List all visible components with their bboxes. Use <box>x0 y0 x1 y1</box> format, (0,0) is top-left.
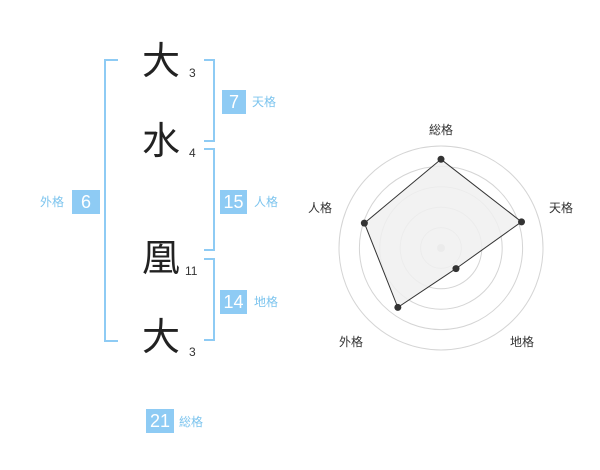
tenkaku-value: 7 <box>222 90 246 114</box>
radar-point-3 <box>452 265 460 273</box>
tenkaku-label: 天格 <box>252 95 277 109</box>
jinkaku-label: 人格 <box>254 195 279 209</box>
radar-point-1 <box>437 155 445 163</box>
axis-label-tenkaku: 天格 <box>549 200 573 215</box>
radar-shape <box>363 158 523 309</box>
radar-point-5 <box>360 219 368 227</box>
stroke-count-4: 3 <box>189 345 196 359</box>
jinkaku-bracket <box>204 148 215 251</box>
tenkaku-bracket <box>204 59 215 142</box>
chikaku-bracket <box>204 258 215 341</box>
axis-label-soukaku: 総格 <box>429 122 453 137</box>
name-char-4: 大 <box>142 315 181 359</box>
name-char-2: 水 <box>142 119 181 163</box>
chikaku-value: 14 <box>220 290 247 314</box>
radar-polygon <box>363 158 523 309</box>
gaikaku-label: 外格 <box>40 195 65 209</box>
soukaku-value: 21 <box>146 409 174 433</box>
radar-points <box>360 155 526 311</box>
radar-point-4 <box>394 303 402 311</box>
axis-label-jinkaku: 人格 <box>308 200 332 215</box>
stroke-count-2: 4 <box>189 146 196 160</box>
stroke-count-3: 11 <box>185 264 198 278</box>
axis-label-chikaku: 地格 <box>510 334 534 349</box>
name-char-3: 凰 <box>142 236 181 280</box>
gaikaku-value: 6 <box>72 190 100 214</box>
soukaku-label: 総格 <box>179 415 204 429</box>
name-char-1: 大 <box>142 39 181 83</box>
stroke-count-1: 3 <box>189 66 196 80</box>
radar-ring <box>338 145 544 351</box>
chikaku-label: 地格 <box>254 295 279 309</box>
jinkaku-value: 15 <box>220 190 247 214</box>
axis-label-gaikaku: 外格 <box>339 334 363 349</box>
radar-chart: 総格 天格 地格 外格 人格 <box>308 122 573 351</box>
gaikaku-bracket <box>104 59 118 342</box>
radar-point-2 <box>518 218 526 226</box>
